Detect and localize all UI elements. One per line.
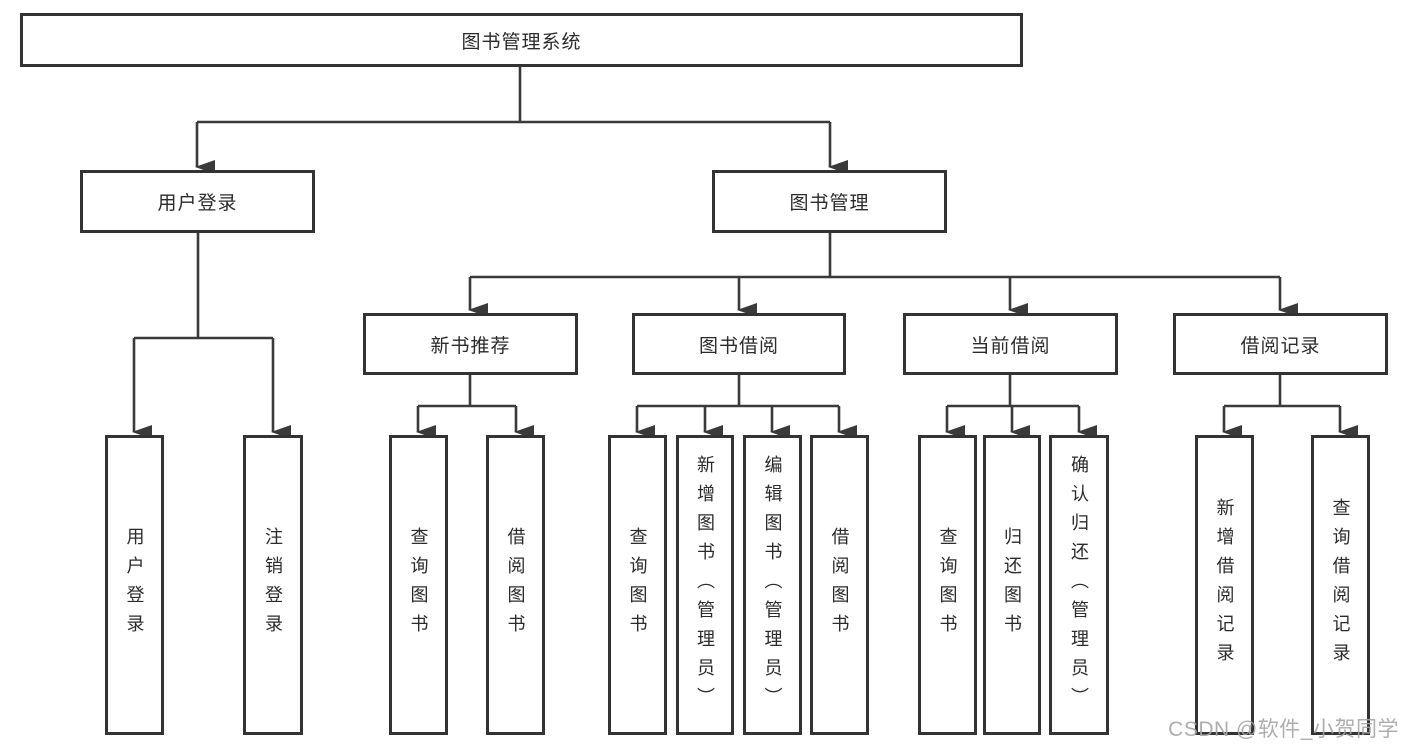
node-current-borrow: 当前借阅 (903, 313, 1118, 375)
node-new-book-rec: 新书推荐 (363, 313, 578, 375)
node-leaf-query-book-1-label: 查询图书 (408, 527, 429, 643)
node-leaf-confirm-return-label: 确认归还（管理员） (1069, 454, 1089, 716)
node-leaf-query-borrow-record: 查询借阅记录 (1311, 435, 1370, 735)
node-leaf-return-book: 归还图书 (983, 435, 1041, 735)
node-borrow-records: 借阅记录 (1173, 313, 1388, 375)
node-leaf-add-borrow-record-label: 新增借阅记录 (1214, 498, 1235, 672)
csdn-watermark: CSDN @软件_小贺同学 (1168, 718, 1399, 741)
node-leaf-add-borrow-record: 新增借阅记录 (1195, 435, 1254, 735)
node-book-borrow: 图书借阅 (632, 313, 846, 375)
node-new-book-rec-label: 新书推荐 (430, 335, 511, 357)
node-leaf-query-book-3: 查询图书 (918, 435, 977, 735)
node-user-login-label: 用户登录 (157, 193, 238, 214)
node-book-mgmt: 图书管理 (712, 170, 947, 233)
node-leaf-add-book: 新增图书（管理员） (676, 435, 734, 735)
node-leaf-confirm-return: 确认归还（管理员） (1049, 435, 1109, 735)
node-leaf-user-login: 用户登录 (105, 435, 164, 735)
node-leaf-borrow-book-2-label: 借阅图书 (829, 527, 850, 643)
node-leaf-edit-book-label: 编辑图书（管理员） (762, 454, 783, 716)
node-root: 图书管理系统 (20, 13, 1023, 67)
node-leaf-query-borrow-record-label: 查询借阅记录 (1330, 498, 1351, 672)
node-leaf-logout-label: 注销登录 (263, 527, 283, 643)
node-user-login: 用户登录 (80, 170, 315, 233)
node-leaf-query-book-3-label: 查询图书 (937, 527, 958, 643)
node-leaf-borrow-book-2: 借阅图书 (810, 435, 869, 735)
node-book-borrow-label: 图书借阅 (698, 335, 779, 357)
node-leaf-query-book-1: 查询图书 (389, 435, 448, 735)
node-borrow-records-label: 借阅记录 (1240, 335, 1321, 357)
node-leaf-logout: 注销登录 (243, 435, 303, 735)
node-leaf-query-book-2-label: 查询图书 (627, 527, 648, 643)
node-leaf-edit-book: 编辑图书（管理员） (743, 435, 802, 735)
node-leaf-user-login-label: 用户登录 (124, 527, 145, 643)
node-root-label: 图书管理系统 (461, 31, 582, 53)
node-leaf-borrow-book-1: 借阅图书 (486, 435, 545, 735)
node-leaf-add-book-label: 新增图书（管理员） (695, 454, 715, 716)
node-current-borrow-label: 当前借阅 (970, 335, 1051, 357)
node-leaf-borrow-book-1-label: 借阅图书 (505, 527, 526, 643)
node-leaf-return-book-label: 归还图书 (1002, 527, 1022, 643)
node-leaf-query-book-2: 查询图书 (608, 435, 667, 735)
node-book-mgmt-label: 图书管理 (789, 193, 870, 214)
